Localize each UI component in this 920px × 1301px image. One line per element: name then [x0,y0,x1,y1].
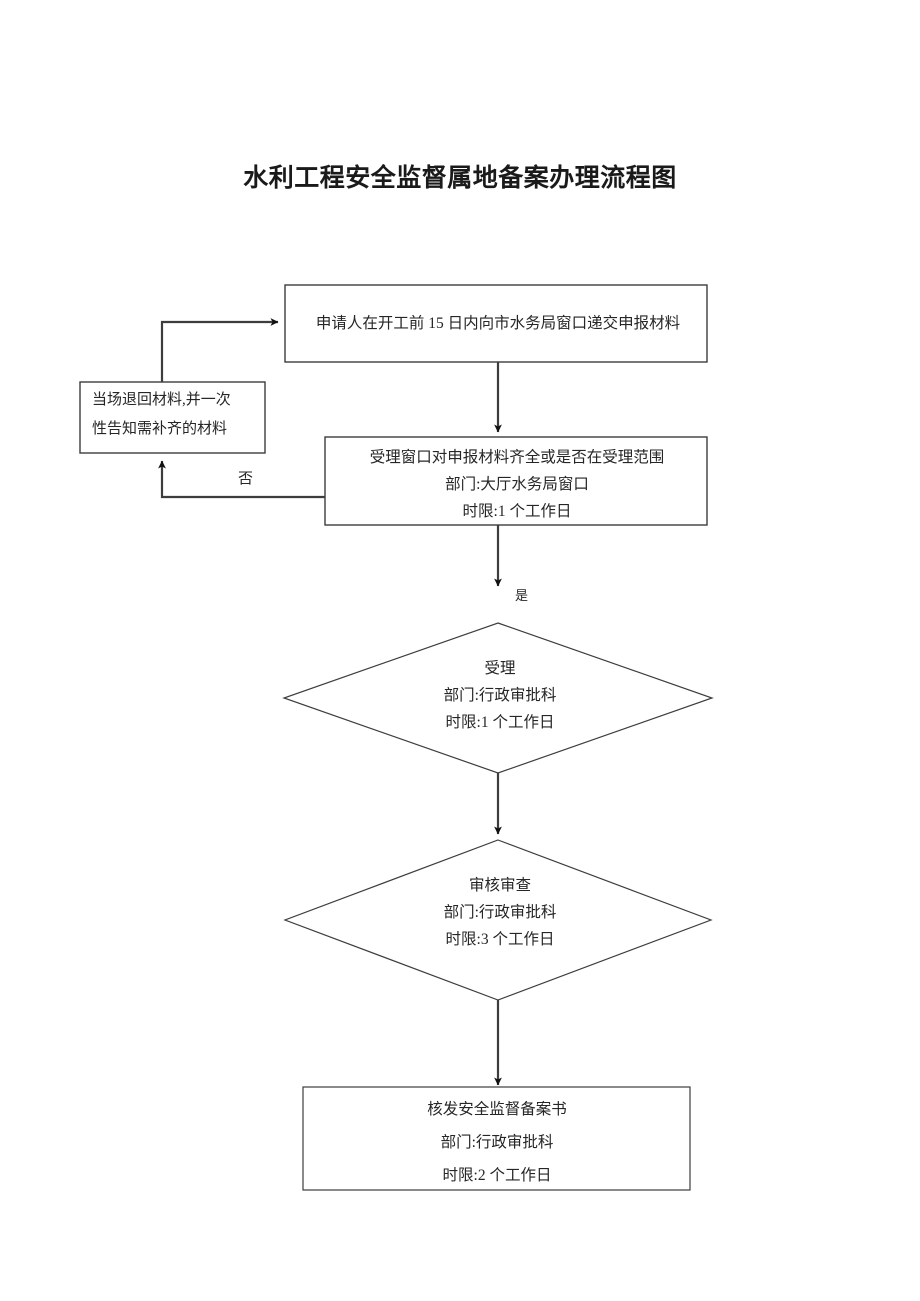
node-issue-line-1: 核发安全监督备案书 [427,1101,567,1118]
node-submit-label: 申请人在开工前 15 日内向市水务局窗口递交申报材料 [290,310,706,337]
edge-window-check-no-to-return-materials [158,460,325,499]
node-accept-line-3: 时限:1 个工作日 [445,714,555,731]
node-accept-label: 受理 部门:行政审批科 时限:1 个工作日 [330,655,670,736]
node-review-line-2: 部门:行政审批科 [443,904,557,921]
node-window-check-line-3: 时限:1 个工作日 [462,503,572,520]
node-return-materials-line-2: 性告知需补齐的材料 [92,421,228,437]
node-window-check-line-1: 受理窗口对申报材料齐全或是否在受理范围 [369,449,665,466]
node-return-materials-line-1: 当场退回材料,并一次 [92,392,231,408]
edge-label-no: 否 [238,471,254,487]
node-issue-line-2: 部门:行政审批科 [440,1134,554,1151]
edge-label-yes: 是 [515,588,529,603]
node-issue-shape [302,1086,691,1191]
node-return-materials-label: 当场退回材料,并一次 性告知需补齐的材料 [82,386,264,444]
node-window-check-shape [324,436,708,526]
node-accept-line-1: 受理 [484,660,516,677]
node-issue-label: 核发安全监督备案书 部门:行政审批科 时限:2 个工作日 [306,1093,688,1192]
edge-return-materials-to-submit [160,318,279,382]
node-review-label: 审核审查 部门:行政审批科 时限:3 个工作日 [330,872,670,953]
page-title: 水利工程安全监督属地备案办理流程图 [243,164,677,192]
node-issue-line-3: 时限:2 个工作日 [442,1167,552,1184]
node-window-check-label: 受理窗口对申报材料齐全或是否在受理范围 部门:大厅水务局窗口 时限:1 个工作日 [328,444,706,525]
node-return-materials-shape [79,381,266,454]
node-submit-shape [284,284,708,363]
node-submit-line-1: 申请人在开工前 15 日内向市水务局窗口递交申报材料 [315,315,681,332]
node-window-check-line-2: 部门:大厅水务局窗口 [445,476,589,493]
node-review-line-1: 审核审查 [468,877,531,894]
node-accept-line-2: 部门:行政审批科 [443,687,557,704]
node-review-line-3: 时限:3 个工作日 [445,931,555,948]
